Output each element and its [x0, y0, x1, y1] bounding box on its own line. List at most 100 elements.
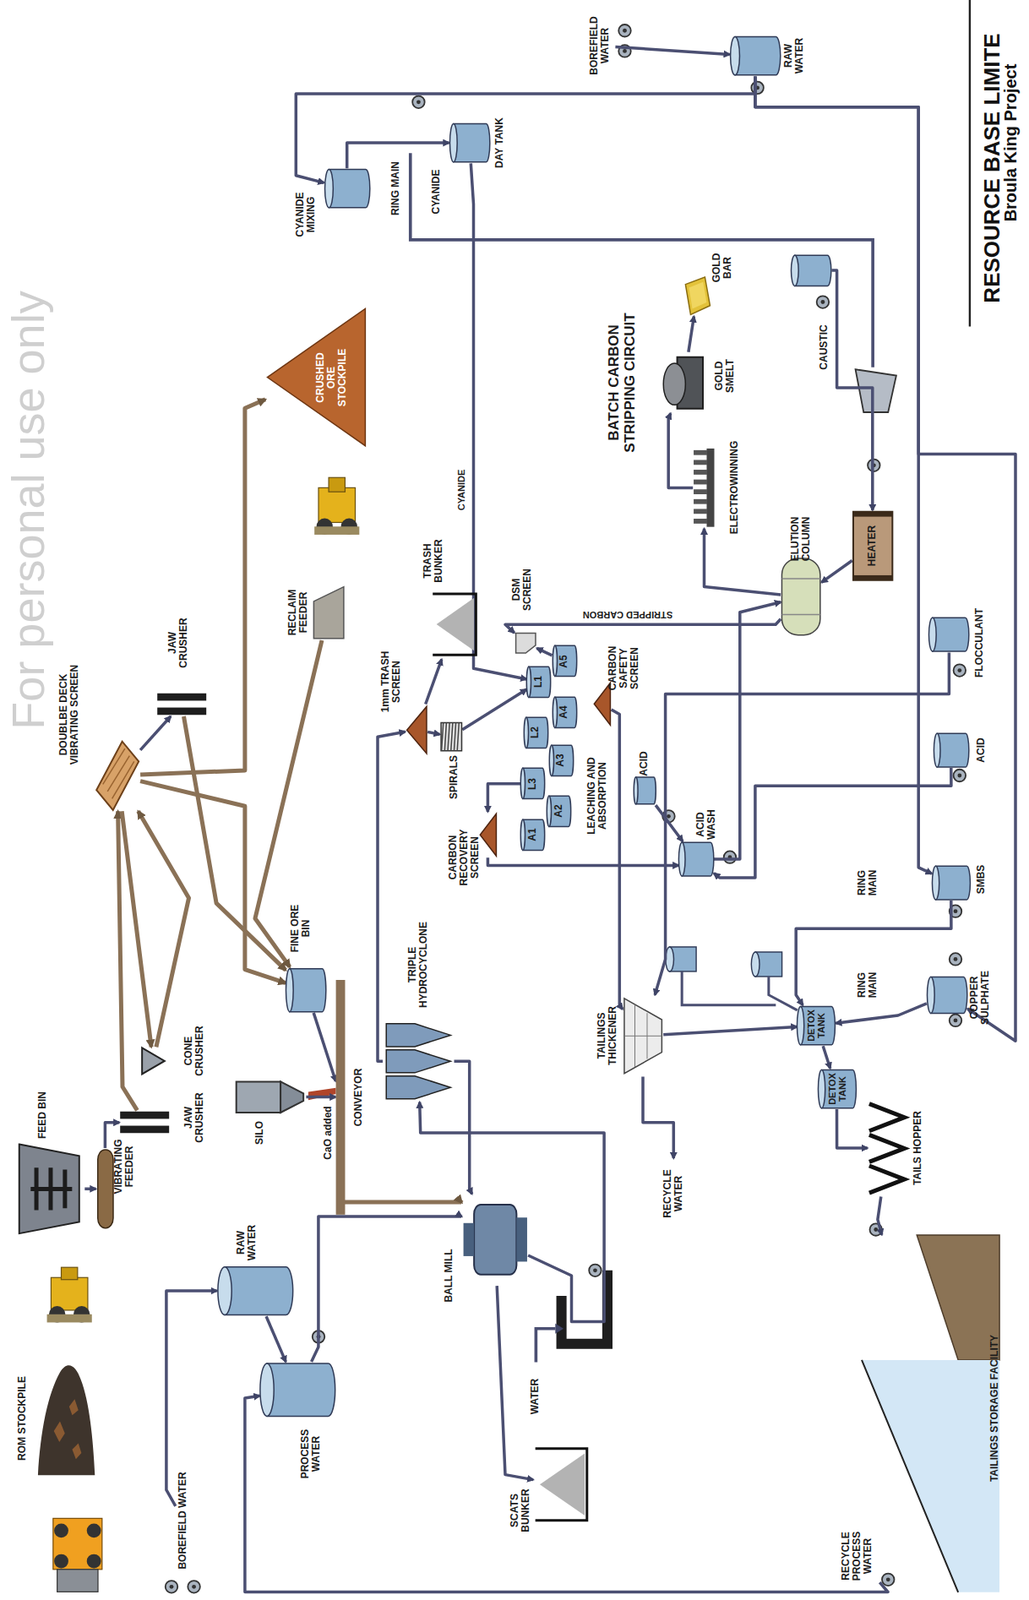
drawing-part — [280, 1081, 304, 1113]
label-node: BOREFIELD WATER — [584, 9, 616, 83]
pipe-line — [487, 857, 679, 866]
drawing-part — [949, 1014, 963, 1027]
pipe-line — [470, 163, 527, 680]
drawing-part — [452, 123, 490, 162]
label-text: L1 — [533, 675, 545, 688]
pipe-line — [822, 1045, 831, 1069]
drawing-part — [949, 952, 963, 965]
drawing-part — [103, 748, 135, 799]
label-text: SILO — [254, 1121, 266, 1145]
conveyor-line — [140, 399, 266, 775]
drawing-part — [87, 1554, 102, 1569]
drawing-part — [50, 1277, 88, 1311]
drawing-part — [853, 575, 893, 581]
vibrating-screen: DOUBLBE DECK VIBRATING SCREEN — [94, 740, 141, 812]
pipe-line — [668, 413, 693, 488]
pipe-line — [654, 653, 949, 996]
drawing-part — [462, 1223, 474, 1257]
drawing-part — [928, 616, 970, 653]
drawing-part — [935, 865, 970, 900]
label-text: CRUSHED ORE STOCKPILE — [315, 342, 349, 414]
drawing-part — [797, 1006, 805, 1045]
drawing-part — [780, 555, 822, 638]
drawing-part — [97, 1149, 113, 1229]
tank: DETOX TANK — [796, 1005, 836, 1046]
drawing-part — [410, 152, 873, 368]
drawing-part — [457, 722, 459, 751]
drawing-part — [533, 1443, 589, 1526]
drawing-part — [217, 1265, 294, 1317]
pipe-line — [755, 76, 932, 875]
drawing-part — [119, 1110, 170, 1135]
drawing-part — [47, 1314, 93, 1323]
pipe-line — [419, 1102, 605, 1323]
label-text: RING MAIN — [856, 964, 879, 1006]
drawing-part — [444, 722, 447, 751]
pipe-line — [166, 1290, 218, 1507]
drawing-part — [782, 578, 821, 616]
label-text: DSM SCREEN — [511, 564, 534, 616]
label-text: WATER — [530, 1377, 542, 1414]
vibrating-feeder: VIBRATING FEEDER — [96, 1148, 115, 1231]
drawing-part — [554, 646, 577, 677]
tank: CYANIDEDAY TANK — [449, 122, 490, 164]
label-text: COPPER SULPHATE — [968, 962, 991, 1035]
drawing-part — [310, 584, 347, 641]
pipe-line — [835, 1003, 927, 1024]
drawing-part — [693, 469, 708, 475]
drawing-part — [224, 1267, 294, 1316]
drawing-part — [527, 666, 532, 697]
label-text: CARBON RECOVERY SCREEN — [447, 823, 482, 891]
drawing-part — [528, 666, 551, 697]
pipe-line — [427, 731, 440, 735]
drawing-part — [335, 980, 346, 1215]
drawing-part — [790, 254, 832, 288]
label-text: CONVEYOR — [353, 1067, 365, 1127]
drawing-part — [547, 795, 552, 827]
label-text: FLOCCULANT — [974, 608, 986, 678]
drawing-part — [782, 558, 821, 636]
tank: A2 — [546, 794, 572, 828]
label-text: BOREFIELD WATER — [588, 15, 611, 77]
drawing-part — [693, 450, 708, 456]
drawing-part — [520, 768, 525, 800]
drawing-part — [523, 717, 529, 748]
pipe-line — [487, 784, 521, 812]
silo: SILO — [234, 1078, 307, 1116]
drawing-part — [479, 813, 496, 856]
label-text: RAW WATER — [235, 1219, 258, 1266]
drawing-part — [54, 1523, 69, 1538]
label-text: BALL MILL — [443, 1248, 455, 1302]
drawing-part — [386, 1023, 451, 1047]
drawing-part — [554, 696, 577, 728]
label-text: CYANIDE — [456, 468, 467, 513]
pipe-line — [688, 316, 695, 353]
pipe-line — [454, 1061, 473, 1194]
drawing-part — [412, 96, 425, 109]
drawing-part — [729, 37, 740, 76]
drawing-part — [791, 255, 800, 286]
pipe-line — [663, 1026, 797, 1035]
drawing-part — [289, 968, 327, 1012]
tank: FLOCCULANT — [928, 616, 970, 653]
pipe-line — [377, 731, 406, 1062]
label-text: RING MAIN — [856, 862, 879, 904]
tank: A1 — [520, 818, 545, 852]
label-text: ACID — [639, 751, 651, 776]
conveyor-line — [184, 716, 287, 970]
pipe-line — [84, 1187, 96, 1192]
label-text: A5 — [558, 654, 570, 668]
label-text: CAUSTIC — [818, 324, 830, 370]
drawing-part — [157, 707, 207, 716]
drawing-part — [432, 593, 476, 655]
drawing-part — [54, 1554, 69, 1569]
label-node: RECYCLE PROCESS WATER — [834, 1520, 880, 1593]
drawing-part — [916, 1235, 1000, 1361]
label-text: ELECTROWINNING — [729, 441, 741, 535]
drawing-part — [681, 971, 776, 1006]
drawing-part — [624, 1004, 662, 1067]
label-text: L3 — [527, 778, 539, 790]
elution-column: ELUTION COLUMN — [780, 555, 822, 638]
drawing-part — [539, 1453, 585, 1516]
